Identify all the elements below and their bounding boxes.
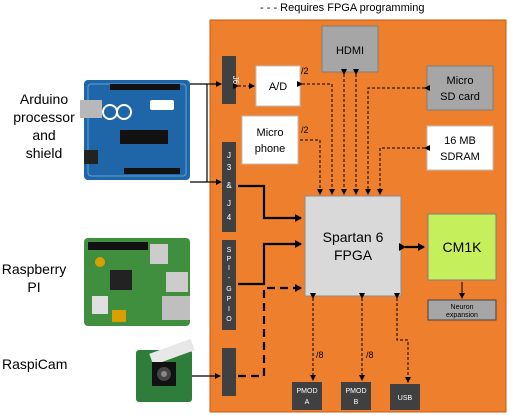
block-pmod-a-line: A (305, 399, 310, 406)
connector-spigpio-char: P (227, 296, 232, 303)
connector-j6: J6 (222, 56, 240, 104)
connector-spigpio-char: S (227, 247, 232, 254)
bus-label-pmod-b: /8 (366, 350, 374, 360)
block-spartan6-fpga: Spartan 6 FPGA (304, 195, 402, 297)
block-neuron-line: expansion (446, 312, 478, 319)
connector-spigpio-char: O (226, 316, 232, 323)
block-neuron-expansion: Neuron expansion (427, 299, 497, 321)
connector-spigpio-char: I (228, 306, 230, 313)
label-raspberry-line: Raspberry (2, 261, 67, 277)
label-arduino-line: shield (26, 145, 63, 161)
block-sdram-line: 16 MB (444, 135, 476, 147)
block-microphone-line: Micro (257, 127, 284, 139)
connector-raspicam (222, 348, 236, 396)
block-ad: A/D (255, 65, 301, 107)
block-pmod-b-line: B (354, 399, 359, 406)
connector-j3j4-char: J (227, 199, 231, 208)
block-pmod-a-line: PMOD (297, 388, 318, 395)
block-fpga-line: Spartan 6 (323, 229, 384, 245)
dashed-links (233, 69, 430, 383)
block-usb-label: USB (398, 395, 413, 402)
label-raspberry-line: PI (27, 279, 40, 295)
connector-spigpio-char: G (226, 286, 231, 293)
legend-text: - - - Requires FPGA programming (260, 2, 424, 14)
block-sdcard-line: SD card (440, 91, 480, 103)
block-sdram-line: SDRAM (440, 151, 480, 163)
block-neuron-line: Neuron (451, 304, 474, 311)
label-arduino-line: Arduino (20, 91, 68, 107)
connector-j3-j4: J 3 & J 4 (222, 142, 236, 232)
arduino-connection-lines (190, 81, 222, 185)
connector-j3j4-char: J (227, 151, 231, 160)
label-raspberry-pi: Raspberry PI (2, 261, 67, 295)
connector-spigpio-char: P (227, 256, 232, 263)
block-hdmi-label: HDMI (336, 45, 364, 57)
connector-spigpio-char: I (228, 265, 230, 272)
bus-label-mic: /2 (301, 125, 309, 135)
block-microphone: Micro phone (241, 115, 299, 165)
arduino-board-image (80, 80, 190, 180)
connector-j3j4-char: & (226, 181, 232, 190)
block-pmod-b: PMOD B (341, 382, 371, 410)
label-arduino: Arduino processor and shield (13, 91, 75, 161)
raspicam-image (136, 338, 195, 402)
connector-spi-gpio: S P I - G P I O (222, 240, 236, 330)
block-microphone-line: phone (255, 143, 286, 155)
bus-label-pmod-a: /8 (316, 350, 324, 360)
block-sdcard-line: Micro (447, 75, 474, 87)
connector-j3j4-char: 3 (227, 163, 232, 172)
block-pmod-b-line: PMOD (346, 388, 367, 395)
connector-spigpio-char: - (228, 275, 231, 282)
connector-j6-label: J6 (231, 76, 240, 85)
label-arduino-line: processor (13, 109, 75, 125)
solid-links (238, 184, 425, 286)
block-usb: USB (390, 384, 420, 410)
block-hdmi: HDMI (321, 25, 379, 73)
block-ad-label: A/D (269, 81, 287, 93)
bus-label-ad: /2 (301, 66, 309, 76)
label-raspicam: RaspiCam (2, 356, 67, 372)
block-fpga-line: FPGA (334, 247, 373, 263)
raspberry-pi-image (84, 238, 190, 326)
block-micro-sd-card: Micro SD card (426, 65, 494, 111)
block-pmod-a: PMOD A (292, 382, 322, 410)
block-sdram: 16 MB SDRAM (426, 125, 494, 171)
block-cm1k: CM1K (427, 213, 497, 281)
raspicam-fpga-link (238, 284, 302, 378)
label-arduino-line: and (32, 127, 55, 143)
block-cm1k-label: CM1K (443, 239, 483, 255)
connector-j3j4-char: 4 (227, 213, 232, 222)
